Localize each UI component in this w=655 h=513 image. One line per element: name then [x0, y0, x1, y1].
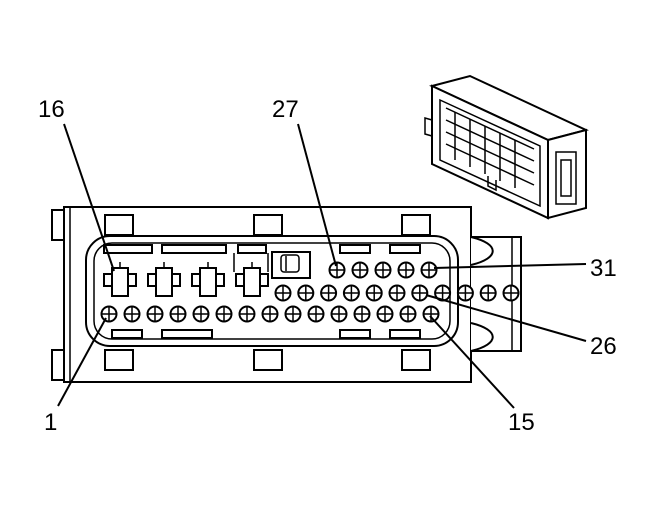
terminal-pin [399, 305, 417, 323]
terminal-pin [330, 305, 348, 323]
terminal-pin [192, 305, 210, 323]
terminal-pin [284, 305, 302, 323]
large-terminal-group [103, 262, 269, 297]
terminal-pin [320, 284, 338, 302]
terminal-pin [422, 305, 440, 323]
terminal-pin [411, 284, 429, 302]
terminal-pin [397, 261, 415, 279]
leader-31 [433, 263, 587, 269]
terminal-pin [123, 305, 141, 323]
large-terminal-cavity [235, 262, 269, 297]
terminal-pin [365, 284, 383, 302]
terminal-pin [374, 261, 392, 279]
callout-label-15: 15 [508, 409, 535, 436]
callout-label-26: 26 [590, 333, 617, 360]
terminal-pin [261, 305, 279, 323]
large-terminal-cavity [147, 262, 181, 297]
terminal-pin [274, 284, 292, 302]
leader-27 [297, 123, 337, 267]
terminal-pin [353, 305, 371, 323]
terminal-pin [456, 284, 474, 302]
leader-1 [57, 317, 107, 407]
leader-26 [425, 294, 587, 342]
callout-labels: 16 27 31 26 1 15 [38, 96, 617, 436]
terminal-pin [169, 305, 187, 323]
terminal-pin [479, 284, 497, 302]
terminal-pin [307, 305, 325, 323]
callout-label-31: 31 [590, 255, 617, 282]
terminal-pin [376, 305, 394, 323]
callout-label-1: 1 [44, 409, 57, 436]
leader-16 [63, 123, 115, 272]
terminal-pin [502, 284, 520, 302]
round-terminal-group [100, 261, 520, 323]
large-terminal-cavity [191, 262, 225, 297]
callout-label-27: 27 [272, 96, 299, 123]
terminal-pin [238, 305, 256, 323]
terminal-pin [297, 284, 315, 302]
terminal-pin [351, 261, 369, 279]
terminal-pin [434, 284, 452, 302]
callout-label-16: 16 [38, 96, 65, 123]
terminal-pin [328, 261, 346, 279]
callout-leaders [57, 123, 587, 409]
terminal-pin [342, 284, 360, 302]
terminal-pin [215, 305, 233, 323]
leader-15 [429, 315, 515, 409]
connector-isometric-view [424, 74, 589, 220]
terminal-pin [146, 305, 164, 323]
large-terminal-cavity [103, 262, 137, 297]
terminal-pin [100, 305, 118, 323]
terminal-pin [420, 261, 438, 279]
terminal-pin [388, 284, 406, 302]
